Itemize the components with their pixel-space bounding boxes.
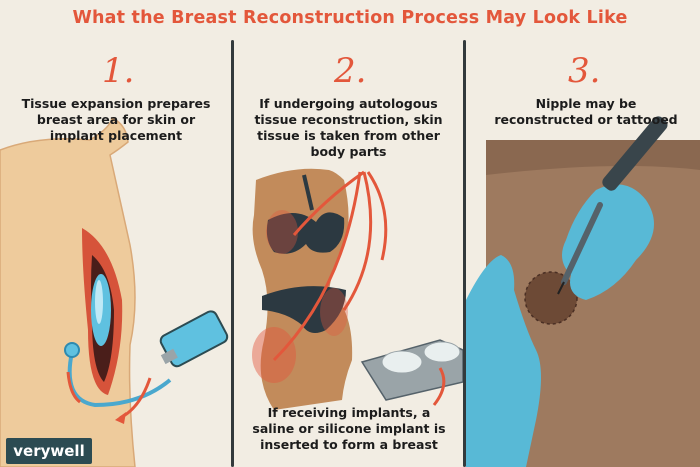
tissue-expansion-illustration <box>0 116 229 467</box>
nipple-tattoo-illustration <box>466 116 700 467</box>
tattoo-pen-icon <box>557 116 668 295</box>
step-3-caption: Nipple may be reconstructed or tattooed <box>494 96 678 127</box>
step-1-caption: Tissue expansion prepares breast area fo… <box>21 96 211 143</box>
step-3-number: 3. <box>568 51 601 91</box>
step-1-panel: 1. Tissue expansion prepares breast area… <box>0 0 231 467</box>
autologous-reconstruction-illustration <box>252 168 463 410</box>
swimsuit-bottom <box>262 286 346 334</box>
implant-tray-icon <box>360 339 463 401</box>
glove-hand-icon <box>466 255 541 467</box>
step-3-panel: 3. Nipple may be reconstructed or tattoo… <box>466 0 700 467</box>
panel-divider-left <box>231 40 234 467</box>
step-2-panel: 2. If undergoing autologous tissue recon… <box>234 0 463 467</box>
brand-logo: verywell <box>6 438 92 464</box>
page-title: What the Breast Reconstruction Process M… <box>72 8 628 28</box>
syringe-icon <box>159 310 229 368</box>
step-2-caption: If undergoing autologous tissue reconstr… <box>254 96 443 159</box>
swimsuit-top <box>266 212 345 254</box>
step-2-number: 2. <box>334 51 367 91</box>
implants-note: If receiving implants, a saline or silic… <box>252 405 446 452</box>
step-1-number: 1. <box>102 51 135 91</box>
panel-divider-right <box>463 40 466 467</box>
